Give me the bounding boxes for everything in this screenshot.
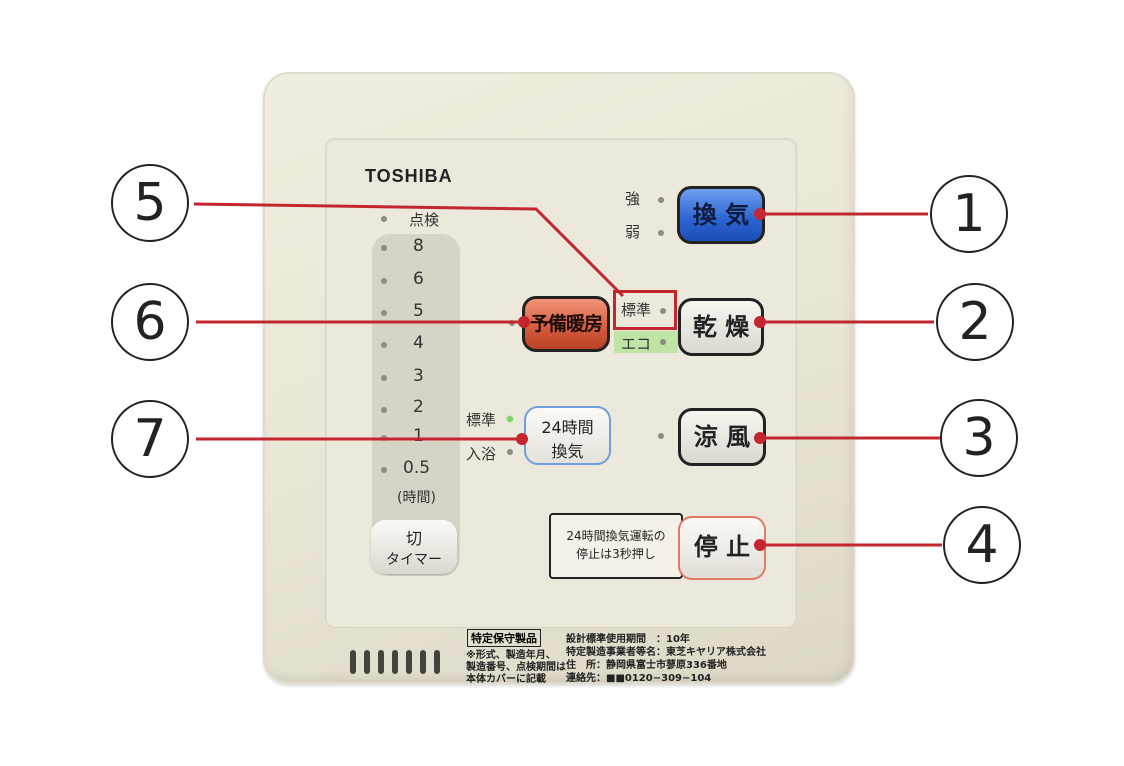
callout-dot-1: [754, 208, 766, 220]
callout-2: 2: [936, 283, 1014, 361]
footer-left-line: ※形式、製造年月、: [466, 650, 556, 661]
preheat-button[interactable]: 予備暖房: [522, 296, 610, 352]
timer-led: [381, 342, 387, 348]
cool-breeze-button[interactable]: 涼 風: [678, 408, 766, 466]
stop-note-line-2: 停止は3秒押し: [576, 547, 656, 561]
vent-slot: [434, 650, 440, 674]
strong-label: 強: [625, 190, 641, 208]
vent-slot: [364, 650, 370, 674]
vent24-bath-label: 入浴: [466, 445, 497, 463]
timer-led: [381, 278, 387, 284]
timer-off-label-2: タイマー: [386, 552, 442, 568]
callout-dot-7: [516, 433, 528, 445]
footer-right-line: 設計標準使用期間 ：10年: [566, 634, 690, 645]
footer-left-line: 製造番号、点検期間は: [466, 662, 566, 673]
timer-value-6: 6: [413, 269, 424, 289]
timer-value-2: 2: [413, 397, 424, 417]
timer-led: [381, 245, 387, 251]
callout-dot-3: [754, 432, 766, 444]
footer-left-line: 本体カバーに記載: [466, 674, 546, 685]
timer-value-8: 8: [413, 236, 424, 256]
dry-standard-led: [660, 308, 666, 314]
vent-slot: [378, 650, 384, 674]
vent24-bath-led: [507, 449, 513, 455]
vent-slot: [350, 650, 356, 674]
vent-slot: [392, 650, 398, 674]
timer-value-5: 5: [413, 301, 424, 321]
callout-dot-4: [754, 539, 766, 551]
dry-button[interactable]: 乾 燥: [678, 298, 764, 356]
timer-unit-label: (時間): [397, 490, 436, 506]
callout-1: 1: [930, 175, 1008, 253]
callout-5: 5: [111, 164, 189, 242]
eco-band: [614, 331, 678, 353]
callout-7: 7: [111, 400, 189, 478]
strong-led: [658, 197, 664, 203]
timer-led: [381, 407, 387, 413]
callout-6: 6: [111, 283, 189, 361]
timer-led: [381, 375, 387, 381]
dry-eco-label: エコ: [621, 335, 652, 353]
callout-4: 4: [943, 506, 1021, 584]
timer-value-4: 4: [413, 333, 424, 353]
ventilation-button[interactable]: 換 気: [677, 186, 765, 244]
footer-right-line: 住 所：静岡県富士市蓼原336番地: [566, 660, 727, 671]
timer-off-label-1: 切: [405, 529, 422, 548]
callout-3: 3: [940, 399, 1018, 477]
timer-off-button[interactable]: 切 タイマー: [371, 520, 457, 574]
timer-led: [381, 310, 387, 316]
stop-note-line-1: 24時間換気運転の: [566, 529, 666, 543]
callout-dot-2: [754, 316, 766, 328]
stop-button[interactable]: 停 止: [678, 516, 766, 580]
check-label: 点検: [409, 211, 440, 229]
vent24-button[interactable]: 24時間 換気: [524, 406, 611, 465]
vent24-label-1: 24時間: [541, 418, 594, 437]
timer-strip: [372, 234, 460, 576]
vent24-standard-led: [507, 416, 513, 422]
footer-right-line: 連絡先：■■0120−309−104: [566, 673, 712, 684]
dry-standard-label: 標準: [621, 301, 652, 319]
vent24-label-2: 換気: [551, 442, 584, 461]
dry-eco-led: [660, 339, 666, 345]
timer-value-0.5: 0.5: [403, 458, 431, 478]
timer-led: [381, 467, 387, 473]
highlight-box: [613, 290, 677, 330]
weak-led: [658, 230, 664, 236]
weak-label: 弱: [625, 223, 641, 241]
check-led: [381, 216, 387, 222]
maintenance-tag: 特定保守製品: [467, 629, 541, 647]
callout-dot-6: [518, 316, 530, 328]
callout-line-5: [193, 202, 625, 298]
vent24-standard-label: 標準: [466, 411, 497, 429]
footer-right-line: 特定製造事業者等名：東芝キヤリア株式会社: [566, 647, 766, 658]
brand-logo: TOSHIBA: [365, 166, 453, 186]
vent-slot: [420, 650, 426, 674]
cool-led: [658, 433, 664, 439]
vent-slot: [406, 650, 412, 674]
timer-value-1: 1: [413, 426, 424, 446]
timer-value-3: 3: [413, 366, 424, 386]
